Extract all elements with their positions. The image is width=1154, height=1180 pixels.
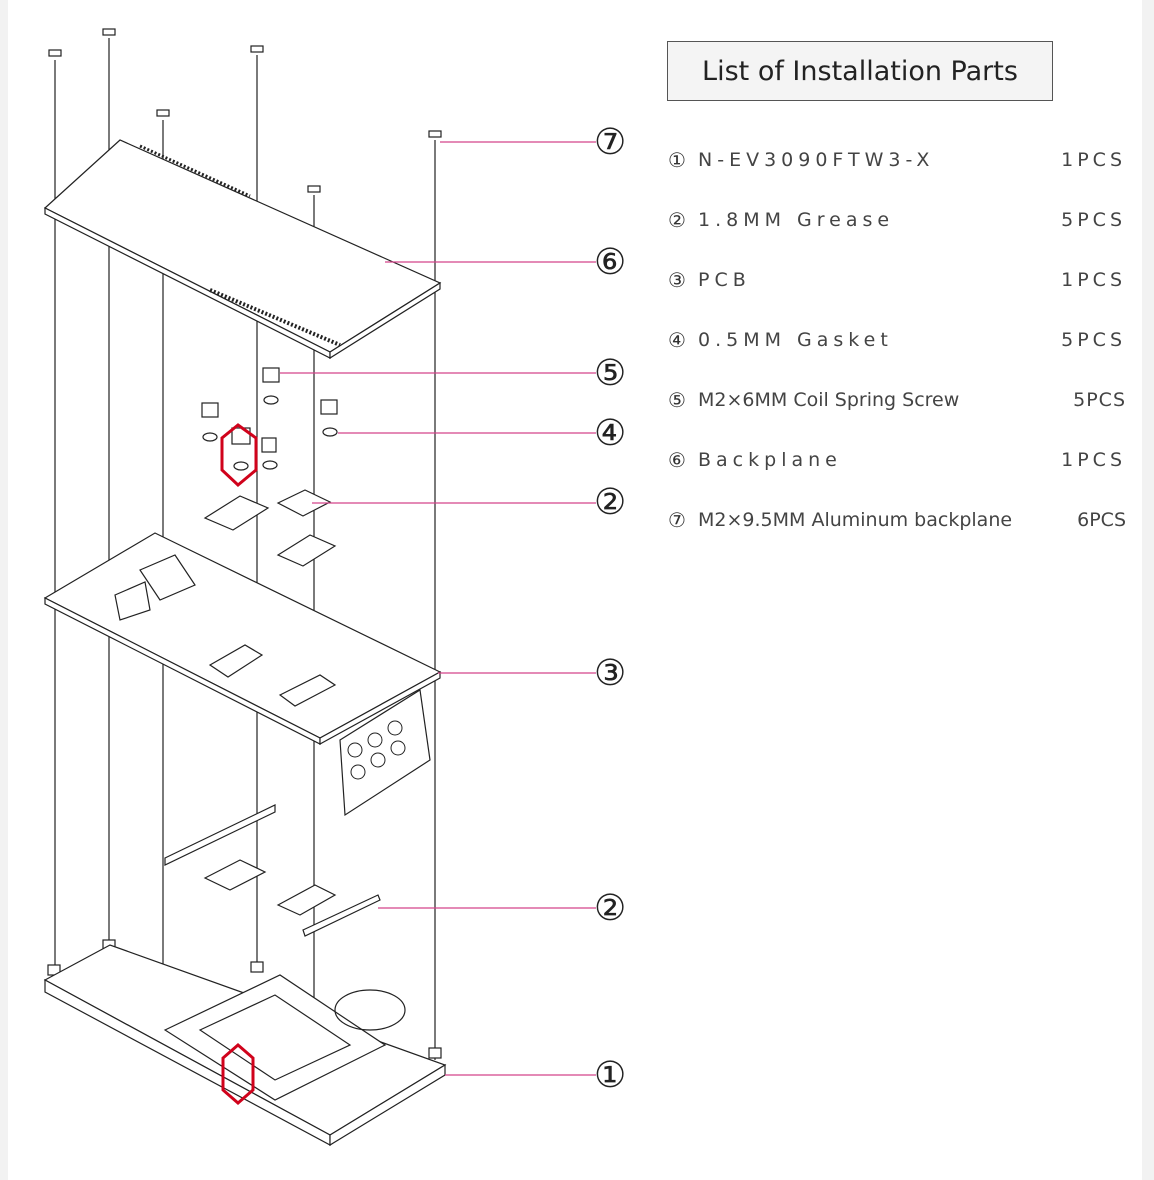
part-quantity: 5PCS	[1061, 209, 1126, 231]
part-number: ②	[668, 208, 686, 232]
part-quantity: 1PCS	[1061, 269, 1126, 291]
part-row-7: ⑦ M2×9.5MM Aluminum backplane 6PCS	[668, 500, 1126, 540]
part-name: N-EV3090FTW3-X	[698, 149, 935, 171]
spring-screws	[201, 367, 338, 471]
part-row-6: ⑥ Backplane 1PCS	[668, 440, 1126, 480]
part-row-4: ④ 0.5MM Gasket 5PCS	[668, 320, 1126, 360]
part-number: ⑦	[668, 508, 686, 532]
grease-pads-lower	[164, 804, 381, 937]
part-row-2: ② 1.8MM Grease 5PCS	[668, 200, 1126, 240]
part-number: ⑥	[668, 448, 686, 472]
part-name: Backplane	[698, 449, 842, 471]
part-name: M2×6MM Coil Spring Screw	[698, 389, 960, 411]
backplane	[43, 139, 442, 360]
part-name: 0.5MM Gasket	[698, 329, 893, 351]
part-quantity: 5PCS	[1073, 389, 1126, 411]
callout-3: ③	[594, 653, 627, 694]
callout-4: ④	[594, 413, 627, 454]
part-row-1: ① N-EV3090FTW3-X 1PCS	[668, 140, 1126, 180]
pcb	[43, 532, 442, 817]
callout-2-upper: ②	[594, 482, 627, 523]
part-row-5: ⑤ M2×6MM Coil Spring Screw 5PCS	[668, 380, 1126, 420]
grease-pads-upper	[203, 489, 337, 567]
part-name: PCB	[698, 269, 751, 291]
part-quantity: 5PCS	[1061, 329, 1126, 351]
part-quantity: 1PCS	[1061, 149, 1126, 171]
parts-list-title: List of Installation Parts	[667, 41, 1053, 101]
highlight-markers	[220, 423, 258, 1105]
callout-2-lower: ②	[594, 888, 627, 929]
callout-7: ⑦	[594, 122, 627, 163]
callout-1: ①	[594, 1055, 627, 1096]
part-name: M2×9.5MM Aluminum backplane	[698, 509, 1013, 531]
callout-6: ⑥	[594, 242, 627, 283]
part-row-3: ③ PCB 1PCS	[668, 260, 1126, 300]
callout-5: ⑤	[594, 353, 627, 394]
part-number: ①	[668, 148, 686, 172]
part-number: ③	[668, 268, 686, 292]
part-quantity: 1PCS	[1061, 449, 1126, 471]
part-number: ④	[668, 328, 686, 352]
leader-lines	[280, 141, 596, 1076]
part-name: 1.8MM Grease	[698, 209, 895, 231]
base-cooler	[43, 944, 447, 1147]
part-quantity: 6PCS	[1077, 509, 1126, 531]
part-number: ⑤	[668, 388, 686, 412]
